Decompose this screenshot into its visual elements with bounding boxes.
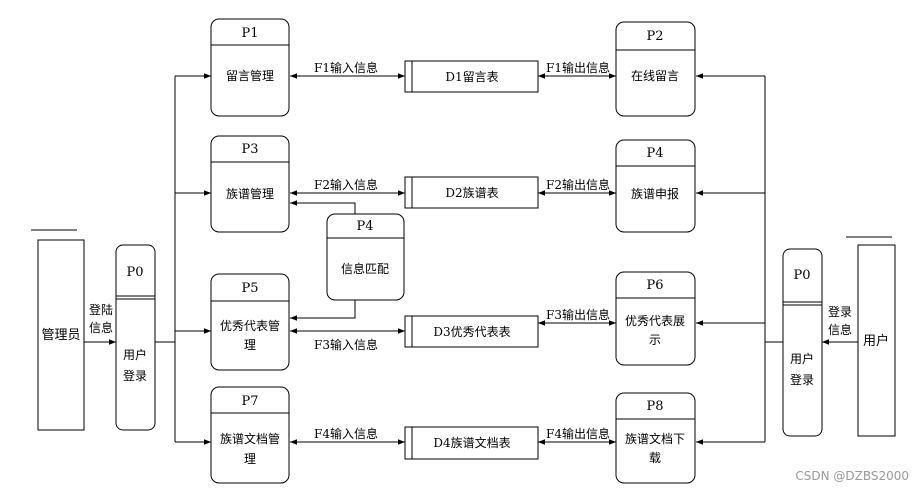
process-p7-label-1: 族谱文档管 (220, 431, 280, 446)
process-p6-label-2: 示 (649, 333, 661, 347)
entity-admin: 管理员 (31, 229, 85, 431)
admin-dispatch-lines (155, 73, 211, 445)
user-dispatch-lines (696, 73, 783, 445)
flow-login-right-label-2: 信息 (828, 322, 852, 337)
flow-f4-out-label: F4输出信息 (546, 426, 610, 441)
flow-login-left-label-2: 信息 (89, 320, 113, 335)
process-p4-declare-label: 族谱申报 (631, 186, 679, 201)
flow-f3-in: F3输入信息 (290, 328, 405, 352)
store-d3: D3优秀代表表 (404, 315, 539, 348)
flow-f1-out-label: F1输出信息 (546, 60, 610, 75)
watermark: CSDN @DZBS2000 (795, 469, 909, 483)
process-p8: P8 族谱文档下 载 (615, 392, 696, 484)
process-p3: P3 族谱管理 (210, 135, 290, 233)
process-p2-id: P2 (646, 29, 663, 44)
flow-login-right-label-1: 登录 (828, 304, 852, 319)
flow-f1-out: F1输出信息 (538, 60, 616, 79)
process-p3-id: P3 (241, 142, 258, 157)
flow-f3-in-label: F3输入信息 (314, 337, 378, 352)
store-d4: D4族谱文档表 (404, 426, 539, 460)
process-p4-match-id: P4 (356, 219, 373, 234)
process-p4-match: P4 信息匹配 (326, 213, 405, 301)
process-p0-right-label-1: 用户 (790, 351, 814, 366)
process-p1-id: P1 (241, 26, 258, 41)
process-p0-right: P0 用户 登录 (782, 248, 823, 437)
process-p6-label-1: 优秀代表展 (625, 314, 685, 328)
entity-user-label: 用户 (863, 333, 889, 349)
flow-match-to-p3 (290, 200, 356, 214)
process-p4-declare: P4 族谱申报 (615, 139, 696, 233)
store-d1: D1留言表 (404, 60, 539, 93)
process-p2-label: 在线留言 (631, 69, 679, 83)
process-p5-label-1: 优秀代表管 (220, 318, 280, 333)
flow-f3-out: F3输出信息 (538, 307, 616, 326)
store-d4-label: D4族谱文档表 (433, 435, 510, 450)
flow-f1-in: F1输入信息 (290, 60, 405, 79)
flow-f4-in: F4输入信息 (290, 426, 405, 445)
flow-f4-out: F4输出信息 (538, 426, 616, 445)
flow-f2-out: F2输出信息 (538, 177, 616, 196)
process-p8-label-1: 族谱文档下 (625, 431, 685, 446)
process-p0-left: P0 用户 登录 (115, 244, 156, 431)
process-p6-id: P6 (646, 278, 663, 293)
entity-user: 用户 (846, 236, 896, 437)
process-p0-left-label-2: 登录 (123, 368, 147, 383)
process-p0-left-id: P0 (126, 265, 143, 280)
process-p3-label: 族谱管理 (226, 186, 274, 201)
process-p1: P1 留言管理 (210, 18, 290, 117)
process-p7-label-2: 理 (244, 452, 256, 466)
process-p8-id: P8 (646, 399, 663, 414)
process-p4-match-label: 信息匹配 (341, 261, 389, 276)
process-p0-right-label-2: 登录 (790, 372, 814, 387)
process-p0-right-id: P0 (793, 268, 810, 283)
process-p8-label-2: 载 (649, 451, 661, 465)
entity-admin-label: 管理员 (41, 328, 80, 343)
process-p1-label: 留言管理 (226, 68, 274, 83)
flow-login-right: 登录 信息 (822, 304, 858, 345)
process-p7-id: P7 (241, 394, 258, 409)
flow-f1-in-label: F1输入信息 (314, 60, 378, 75)
process-p0-left-label-1: 用户 (123, 347, 147, 362)
store-d1-label: D1留言表 (445, 70, 498, 84)
process-p7: P7 族谱文档管 理 (210, 386, 290, 484)
flow-login-left: 登陆 信息 (84, 302, 116, 345)
store-d2-label: D2族谱表 (445, 186, 498, 200)
flow-match-to-p5 (290, 300, 356, 321)
flow-f2-in: F2输入信息 (290, 177, 405, 196)
process-p6: P6 优秀代表展 示 (615, 271, 696, 366)
process-p2: P2 在线留言 (615, 21, 696, 117)
flow-login-left-label-1: 登陆 (89, 302, 113, 317)
process-p4-declare-id: P4 (646, 146, 663, 161)
process-p5: P5 优秀代表管 理 (210, 273, 290, 371)
flow-f2-out-label: F2输出信息 (546, 177, 610, 192)
process-p5-label-2: 理 (244, 338, 256, 352)
store-d3-label: D3优秀代表表 (433, 325, 510, 339)
flow-f3-out-label: F3输出信息 (546, 307, 610, 322)
store-d2: D2族谱表 (404, 176, 539, 209)
flow-f4-in-label: F4输入信息 (314, 426, 378, 441)
flow-f2-in-label: F2输入信息 (314, 177, 378, 192)
process-p5-id: P5 (241, 281, 258, 296)
